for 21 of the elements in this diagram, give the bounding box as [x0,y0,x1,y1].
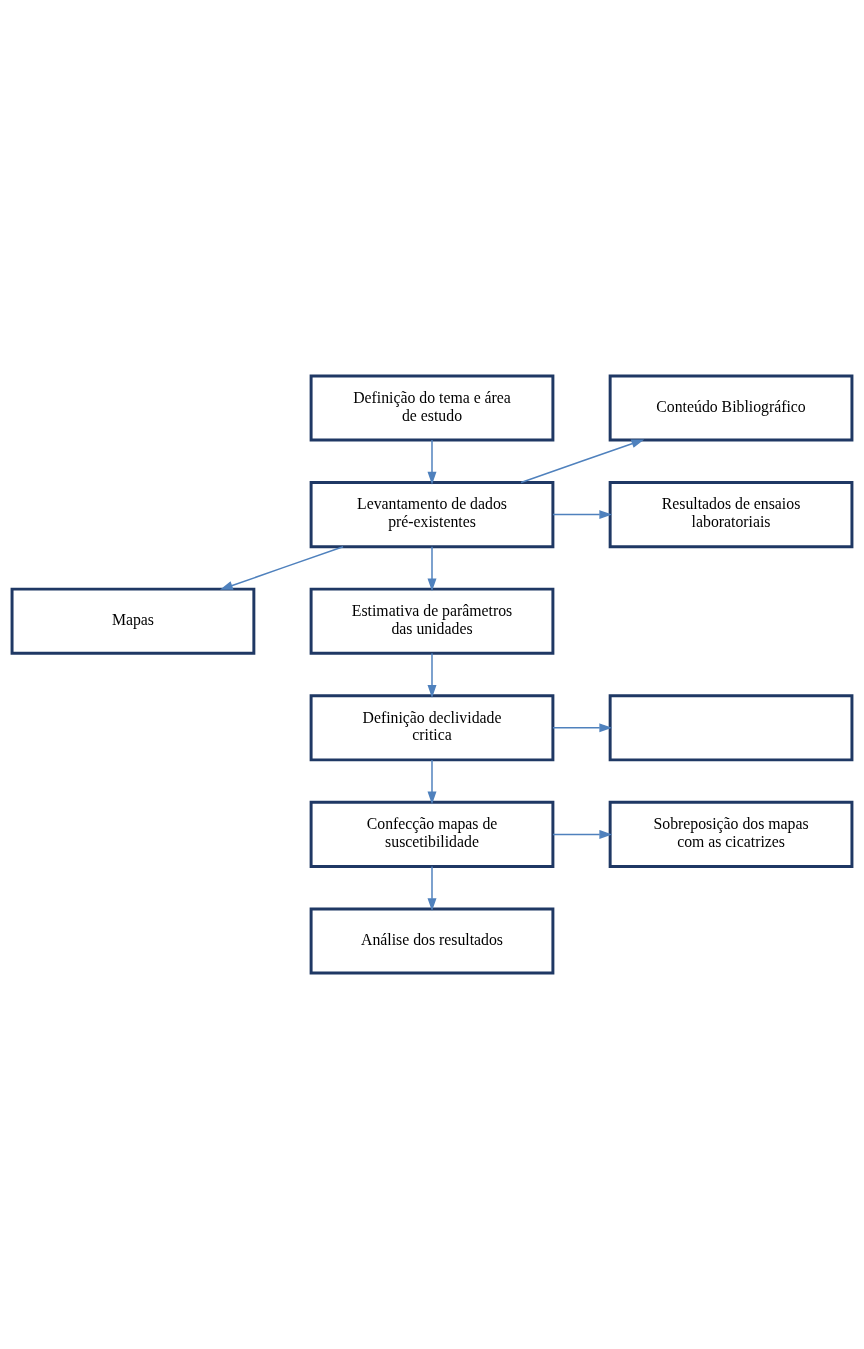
arrow [219,545,344,590]
node-box: Confecção mapas de suscetibilidade [309,800,555,868]
node-box: Análise dos resultados [309,907,555,975]
arrow [520,439,645,484]
node-box: Estimativa de parâmetros das unidades [309,587,555,655]
node-box: Conteúdo Bibliográfico [608,374,854,442]
node-box: Levantamento de dados pré-existentes [309,481,555,549]
arrow [427,865,437,912]
node-box: Definição declividade critica [309,694,555,762]
arrow [552,510,613,520]
arrow [552,723,613,733]
node-box: Mapas [10,587,256,655]
node-box: Definição do tema e área de estudo [309,374,555,442]
node-box: Resultados de ensaios laboratoriais [608,481,854,549]
node-box [608,694,854,762]
arrow [427,439,437,485]
arrow [427,652,437,698]
arrow [552,829,613,839]
arrow [427,759,437,805]
node-box: Sobreposição dos mapas com as cicatrizes [608,800,854,868]
arrow [427,545,437,592]
